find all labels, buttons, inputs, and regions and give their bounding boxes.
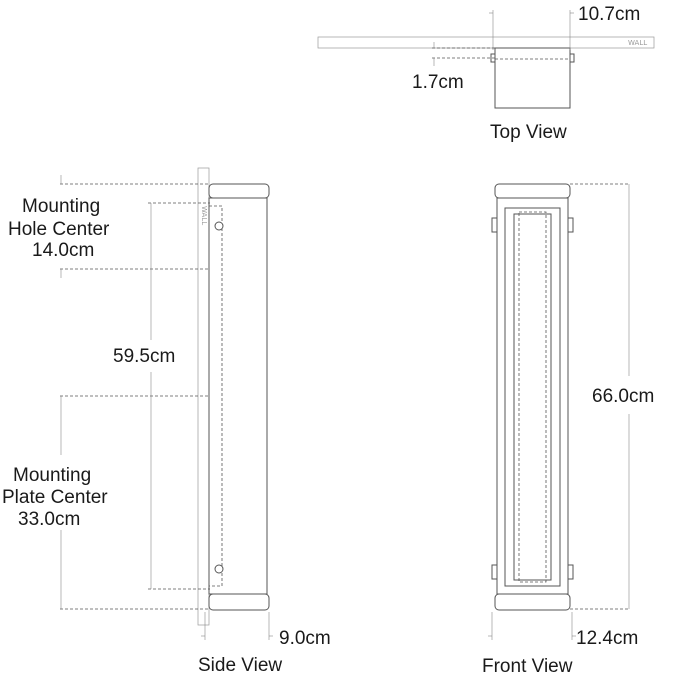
front-view-title: Front View [482, 656, 573, 677]
top-view-bracket-right [569, 53, 575, 63]
mounting-plate-center-value: 33.0cm [18, 509, 80, 530]
side-view-cap-top [208, 183, 270, 199]
top-view-fixture [494, 47, 571, 109]
side-view-title: Side View [198, 655, 282, 676]
side-view-body [208, 197, 268, 595]
side-view-wall [197, 167, 210, 626]
front-view-cap-bottom [494, 593, 571, 611]
side-view: WALL Mounting Hole Center 14.0cm 59.5cm … [2, 167, 331, 676]
front-view-height-value: 66.0cm [592, 386, 654, 407]
top-view-offset-value: 1.7cm [412, 72, 464, 93]
top-view-wall-label: WALL [628, 39, 647, 47]
top-view-wall [317, 36, 655, 49]
front-view: 66.0cm 12.4cm Front View [482, 183, 654, 677]
hole-spacing-value: 59.5cm [113, 346, 175, 367]
top-view-title: Top View [490, 122, 567, 143]
mounting-plate-center-line1: Mounting [13, 465, 91, 486]
front-view-cap-top [494, 183, 571, 199]
front-view-bracket-tr [567, 217, 574, 233]
side-view-mounting-hole-top [214, 221, 224, 231]
mounting-hole-center-value: 14.0cm [32, 240, 94, 261]
front-view-bracket-bl [491, 564, 498, 580]
side-view-mounting-hole-bottom [214, 564, 224, 574]
top-view: WALL 10.7cm 1.7cm Top View [317, 4, 655, 143]
front-view-window-inner [513, 213, 552, 581]
top-view-depth-value: 10.7cm [578, 4, 640, 25]
side-view-depth-value: 9.0cm [279, 628, 331, 649]
mounting-hole-center-line2: Hole Center [8, 219, 110, 240]
side-view-wall-label: WALL [200, 206, 208, 225]
mounting-hole-center-line1: Mounting [22, 196, 100, 217]
side-view-cap-bottom [208, 593, 270, 611]
front-view-bracket-tl [491, 217, 498, 233]
mounting-plate-center-line2: Plate Center [2, 487, 108, 508]
front-view-width-value: 12.4cm [576, 628, 638, 649]
front-view-bracket-br [567, 564, 574, 580]
